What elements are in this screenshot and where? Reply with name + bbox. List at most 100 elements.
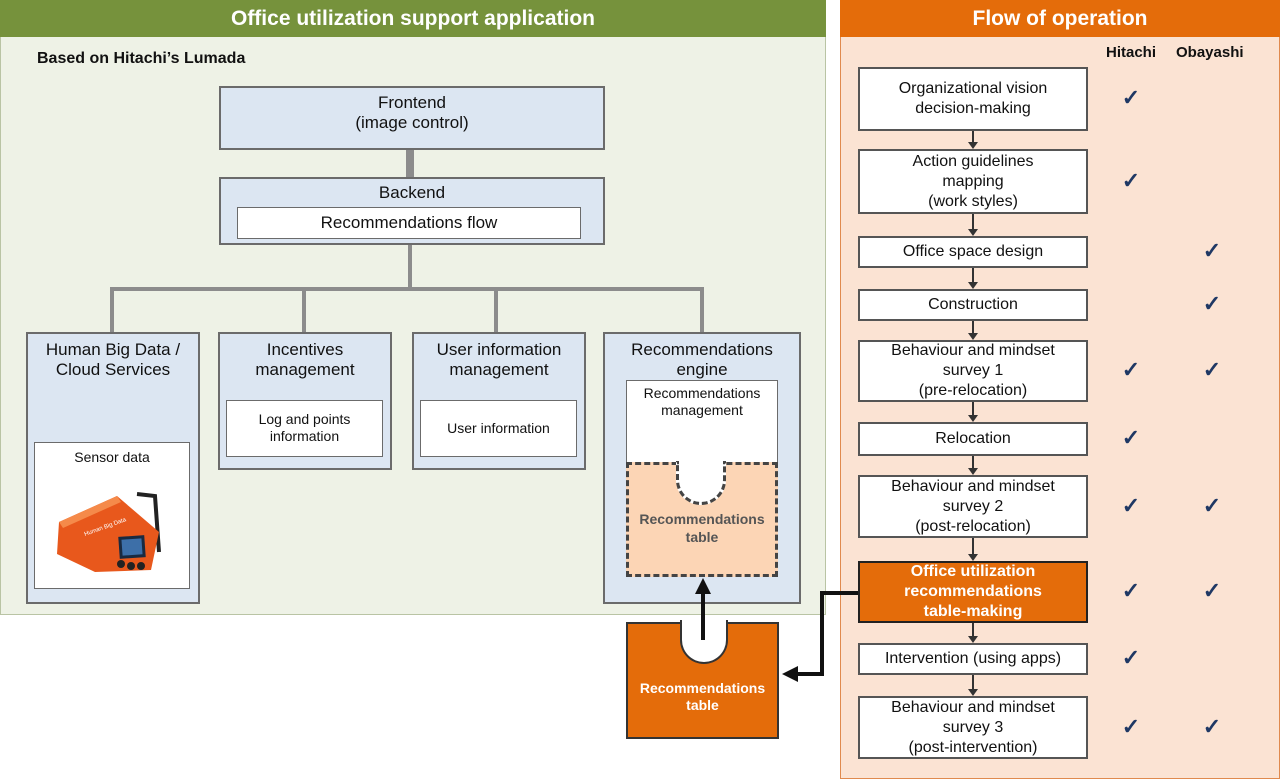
hitachi-check-icon: ✓ (1121, 357, 1141, 382)
flow-step: Office space design (858, 236, 1088, 268)
obayashi-check-icon: ✓ (1202, 492, 1222, 518)
flow-arrow-head (968, 282, 978, 289)
flow-arrow-head (968, 554, 978, 561)
slot-table-label: Recommendations table (626, 510, 778, 546)
flow-step-line: survey 3 (942, 718, 1004, 736)
flow-step-line: table-making (923, 603, 1023, 620)
flow-step: Construction (858, 289, 1088, 321)
hitachi-check-icon: ✓ (1121, 713, 1141, 739)
external-table-label-1: Recommendations (639, 680, 766, 696)
obayashi-check-icon: ✓ (1202, 578, 1222, 603)
human-big-data-title-1: Human Big Data / (45, 340, 181, 359)
flow-arrow-head (968, 229, 978, 236)
rec-management-label-1: Recommendations (643, 385, 761, 401)
flow-arrow-head (968, 415, 978, 422)
flow-step-line: Action guidelines (912, 152, 1034, 170)
hitachi-check-icon: ✓ (1121, 492, 1141, 518)
flow-arrow-head (968, 142, 978, 149)
flow-step-line: Organizational vision (898, 80, 1048, 97)
flow-arrow-head (968, 689, 978, 696)
flow-arrow-line (972, 538, 974, 555)
flow-step-label: Office utilization recommendations table-m… (904, 562, 1042, 622)
hitachi-check-icon: ✓ (1121, 645, 1141, 670)
flow-step: Intervention (using apps) (858, 643, 1088, 675)
obayashi-check-icon: ✓ (1202, 238, 1222, 263)
human-big-data-title-2: Cloud Services (55, 360, 171, 379)
user-information-box: User information (420, 400, 577, 457)
flow-arrow-line (972, 675, 974, 690)
user-information-label: User information (447, 420, 550, 436)
flow-step: Office utilization recommendations table-m… (858, 561, 1088, 623)
incentives-title-2: management (255, 360, 355, 379)
flow-arrow-line (972, 623, 974, 637)
flow-step-line: Construction (928, 296, 1018, 313)
obayashi-check-icon: ✓ (1202, 291, 1222, 316)
flow-arrow-line (972, 214, 974, 230)
puzzle-notch (676, 461, 726, 505)
flow-step-line: Behaviour and mindset (891, 477, 1055, 495)
rec-management-label-2: management (661, 402, 743, 418)
flow-step-line: decision-making (915, 100, 1031, 117)
flow-arrow-line (972, 402, 974, 416)
flow-step-label: Behaviour and mindset survey 2 (post-reloc… (891, 477, 1055, 537)
recommendations-flow-label: Recommendations flow (320, 213, 498, 232)
flow-arrow-head (968, 468, 978, 475)
hitachi-check-icon: ✓ (1121, 167, 1141, 193)
flow-step: Relocation (858, 422, 1088, 456)
flow-step: Behaviour and mindset survey 2 (post-reloc… (858, 475, 1088, 538)
flow-step-line: Behaviour and mindset (891, 342, 1055, 359)
flow-step-line: (post-intervention) (908, 738, 1038, 756)
engine-title-1: Recommendations (631, 340, 773, 359)
flow-step-line: survey 2 (942, 497, 1004, 515)
connector-recommendations-engine (700, 287, 704, 332)
hitachi-check-icon: ✓ (1121, 578, 1141, 603)
backend-trunk-connector (408, 245, 412, 290)
flow-panel-title: Flow of operation (840, 0, 1280, 37)
flow-step-line: Intervention (using apps) (884, 650, 1062, 667)
connector-human-big-data (110, 287, 114, 332)
sensor-data-label: Sensor data (74, 449, 150, 465)
connector-incentives (302, 287, 306, 332)
flow-arrow-line (972, 321, 974, 334)
flow-step-line: (post-relocation) (915, 517, 1031, 535)
flow-step-line: Relocation (935, 430, 1011, 447)
slot-table-label-2: table (685, 529, 719, 545)
flow-step: Behaviour and mindset survey 3 (post-inter… (858, 696, 1088, 759)
flow-step-line: (work styles) (928, 192, 1018, 210)
slot-table-label-1: Recommendations (639, 511, 765, 527)
obayashi-check-icon: ✓ (1202, 713, 1222, 739)
column-header-hitachi: Hitachi (1106, 44, 1157, 61)
module-bus-connector (110, 287, 704, 291)
connector-user-info (494, 287, 498, 332)
frontend-sublabel: (image control) (355, 113, 469, 132)
engine-title-2: engine (676, 360, 728, 379)
hitachi-check-icon: ✓ (1121, 425, 1141, 450)
sensor-device-image: Human Big Data (55, 492, 163, 572)
flow-step-label: Organizational vision decision-making (899, 79, 1048, 119)
flow-step-label: Construction (928, 295, 1018, 315)
obayashi-check-icon: ✓ (1202, 357, 1222, 382)
platform-subtitle: Based on Hitachi’s Lumada (37, 50, 246, 67)
log-points-label-1: Log and points (258, 411, 351, 427)
log-points-box: Log and points information (226, 400, 383, 457)
flow-step-label: Intervention (using apps) (885, 649, 1061, 669)
frontend-label: Frontend (377, 93, 447, 112)
flow-arrow-line (972, 268, 974, 283)
output-arrow-head (782, 666, 798, 682)
incentives-title-1: Incentives (266, 340, 344, 359)
flow-step: Organizational vision decision-making (858, 67, 1088, 131)
user-info-title-2: management (449, 360, 549, 379)
hitachi-check-icon: ✓ (1121, 85, 1141, 110)
app-panel-title: Office utilization support application (0, 0, 826, 37)
flow-step-line: Behaviour and mindset (891, 698, 1055, 716)
frontend-backend-connector (406, 150, 414, 178)
flow-step-line: recommendations (904, 583, 1042, 600)
flow-step-line: (pre-relocation) (918, 382, 1028, 399)
flow-step-line: Office utilization (910, 563, 1036, 580)
recommendations-management-box: Recommendations management (626, 380, 778, 464)
flow-step-label: Behaviour and mindset survey 3 (post-inter… (891, 698, 1055, 758)
